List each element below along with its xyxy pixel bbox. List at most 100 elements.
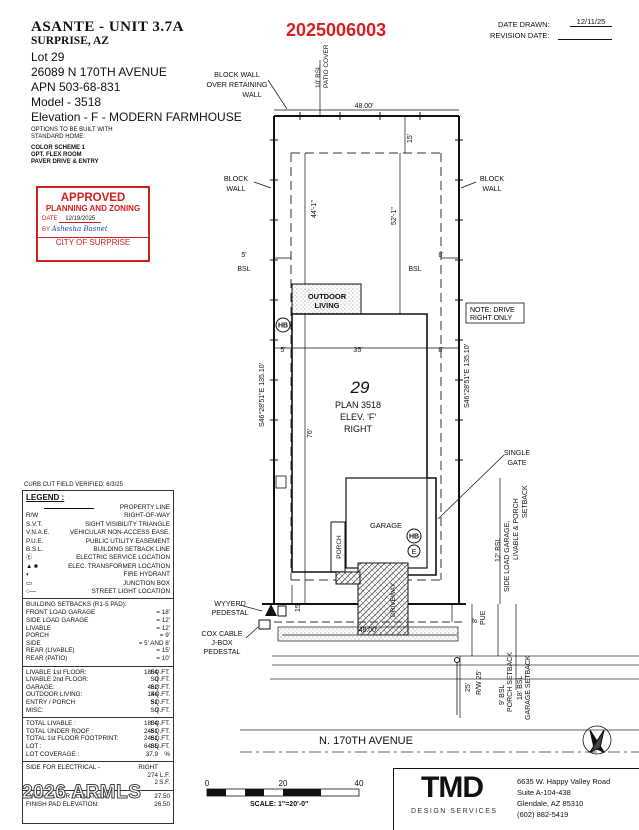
scale-tick: 0 xyxy=(205,779,210,788)
wyyerd-2: PEDESTAL xyxy=(211,608,248,617)
option-item: OPT. FLEX ROOM xyxy=(31,152,82,158)
setback-label: REAR (LIVABLE) xyxy=(26,647,75,655)
north-arrow xyxy=(582,725,612,755)
area-unit: SQ.FT. xyxy=(150,676,170,684)
bearing-labels: S46°28'51"E 135.10' S46°28'51"E 135.10' xyxy=(258,344,471,427)
setback-value: = 5' AND 8' xyxy=(138,639,170,647)
legend-label: VEHICULAR NON-ACCESS EASE. xyxy=(69,529,170,537)
callout-text: BLOCK WALL OVER RETAINING WALL BLOCK WAL… xyxy=(201,44,530,656)
firm-logo: TMD DESIGN SERVICES xyxy=(393,768,509,824)
stamp-by-label: BY xyxy=(42,227,50,233)
apn-label: APN 503-68-831 xyxy=(31,80,121,94)
dim-bottom-width: 48.00' xyxy=(359,627,378,634)
dim-rear-15: 15' xyxy=(407,134,414,143)
legend-row: FINISH PAD ELEVATION:26.50 xyxy=(26,801,170,809)
dimension-lines xyxy=(274,60,517,718)
legend-divider xyxy=(23,761,173,763)
dim-left-side: 5' xyxy=(280,347,285,354)
setback-value: = 15' xyxy=(156,647,170,655)
setbacks-title: BUILDING SETBACKS (R1-5 PAD): xyxy=(26,601,127,609)
legend-row: ○—STREET LIGHT LOCATION xyxy=(26,588,170,596)
legend-row: PORCH= 9' xyxy=(26,632,170,640)
total-value: 6485 xyxy=(143,743,158,750)
legend-code: ○— xyxy=(26,588,37,595)
approval-stamp: APPROVED PLANNING AND ZONING DATE 12/19/… xyxy=(36,186,150,262)
legend-label: ELEC. TRANSFORMER LOCATION xyxy=(68,562,170,570)
setback-value: = 12' xyxy=(156,624,170,632)
legend-row: REAR (PATIO)= 10' xyxy=(26,655,170,663)
total-value: 37.9 xyxy=(145,750,158,758)
total-value: 1804 xyxy=(143,720,158,728)
bsl-right-word: BSL xyxy=(408,266,421,273)
scale-tick: 40 xyxy=(355,779,364,788)
elec-label: SIDE FOR ELECTRICAL - xyxy=(26,764,100,772)
cox-3: PEDESTAL xyxy=(203,647,240,656)
porch-setback-2: PORCH SETBACK xyxy=(507,652,514,712)
stamp-title: APPROVED xyxy=(60,192,126,204)
area-unit: SQ.FT. xyxy=(150,727,170,735)
garage-label: GARAGE xyxy=(370,521,402,530)
dim-depth-52: 52'-1" xyxy=(391,207,398,225)
setback-label: SIDE LOAD GARAGE xyxy=(26,617,89,624)
legend-row: FRONT LOAD GARAGE= 18' xyxy=(26,609,170,617)
revision-date-value xyxy=(558,30,612,40)
elev-value: 26.50 xyxy=(154,801,170,808)
revision-date-label: REVISION DATE: xyxy=(490,31,550,40)
bearing-left: S46°28'51"E 135.10' xyxy=(258,363,266,427)
stamp-date: 12/19/2025 xyxy=(59,216,102,223)
block-wall-retaining-3: WALL xyxy=(242,90,261,99)
dim-depth-76: 76' xyxy=(307,429,314,438)
title-block xyxy=(393,768,639,830)
setback-label: PORCH xyxy=(26,632,49,640)
firm-address-line: 6635 W. Happy Valley Road xyxy=(517,777,611,786)
outdoor-living-line1: OUTDOOR xyxy=(308,292,347,301)
curb-note: CURB CUT FIELD VERIFIED: 6/3/25 xyxy=(24,482,123,488)
legend-row: P.U.E.PUBLIC UTILITY EASEMENT xyxy=(26,538,170,546)
legend-divider xyxy=(23,717,173,719)
area-unit: SQ.FT. xyxy=(150,706,170,714)
elevation-label: Elevation - F - MODERN FARMHOUSE xyxy=(31,110,242,124)
legend-title: LEGEND : xyxy=(26,493,65,502)
legend-label: ELECTRIC SERVICE LOCATION xyxy=(76,554,170,562)
pue-2: PUE xyxy=(480,610,487,625)
vertical-setback-labels: 12' BSL SIDE LOAD GARAGE, LIVABLE & PORC… xyxy=(472,485,532,720)
wyyerd-1: WYYERD xyxy=(214,599,246,608)
area-value: 0 xyxy=(154,706,158,714)
setback-label: SIDE xyxy=(26,639,41,647)
total-label: TOTAL LIVABLE : xyxy=(26,720,76,728)
legend-label: PUBLIC UTILITY EASEMENT xyxy=(85,537,170,545)
legend-divider xyxy=(23,665,173,667)
stamp-by-row: BY Ashesha Basnet xyxy=(38,225,148,233)
driveway-label: DRIVEWAY xyxy=(390,582,397,617)
street-sidewalk xyxy=(240,621,639,753)
cox-1: COX CABLE xyxy=(201,629,242,638)
legend-row: ▲ ■ ELEC. TRANSFORMER LOCATION xyxy=(26,563,170,571)
legend-row: LOT COVERAGE :37.9% xyxy=(26,751,170,759)
bsl-right-value: 8' xyxy=(438,252,443,259)
legend-label: JUNCTION BOX xyxy=(123,579,170,587)
side-load-2: SIDE LOAD GARAGE, xyxy=(504,521,511,592)
total-value: 2461 xyxy=(143,727,158,735)
single-gate-2: GATE xyxy=(507,458,526,467)
area-value: 0 xyxy=(154,676,158,684)
legend-row: S.V.T.SIGHT VISIBILITY TRIANGLE xyxy=(26,521,170,529)
garage-setback-1: 18' BSL xyxy=(517,676,524,700)
stamp-subtitle: PLANNING AND ZONING xyxy=(45,204,141,213)
outdoor-living xyxy=(291,283,362,315)
setback-label: REAR (PATIO) xyxy=(26,655,68,662)
stamp-city: CITY OF SURPRISE xyxy=(38,237,148,247)
callout-leaders xyxy=(239,79,505,639)
legend-code: ▲ ■ xyxy=(26,562,38,570)
entry-walk xyxy=(335,571,361,585)
block-wall-left-2: WALL xyxy=(226,184,245,193)
area-label: ENTRY / PORCH xyxy=(26,699,76,706)
setback-value: = 18' xyxy=(156,609,170,617)
porch-label: PORCH xyxy=(336,535,343,559)
garage-setback-2: GARAGE SETBACK xyxy=(525,655,532,720)
